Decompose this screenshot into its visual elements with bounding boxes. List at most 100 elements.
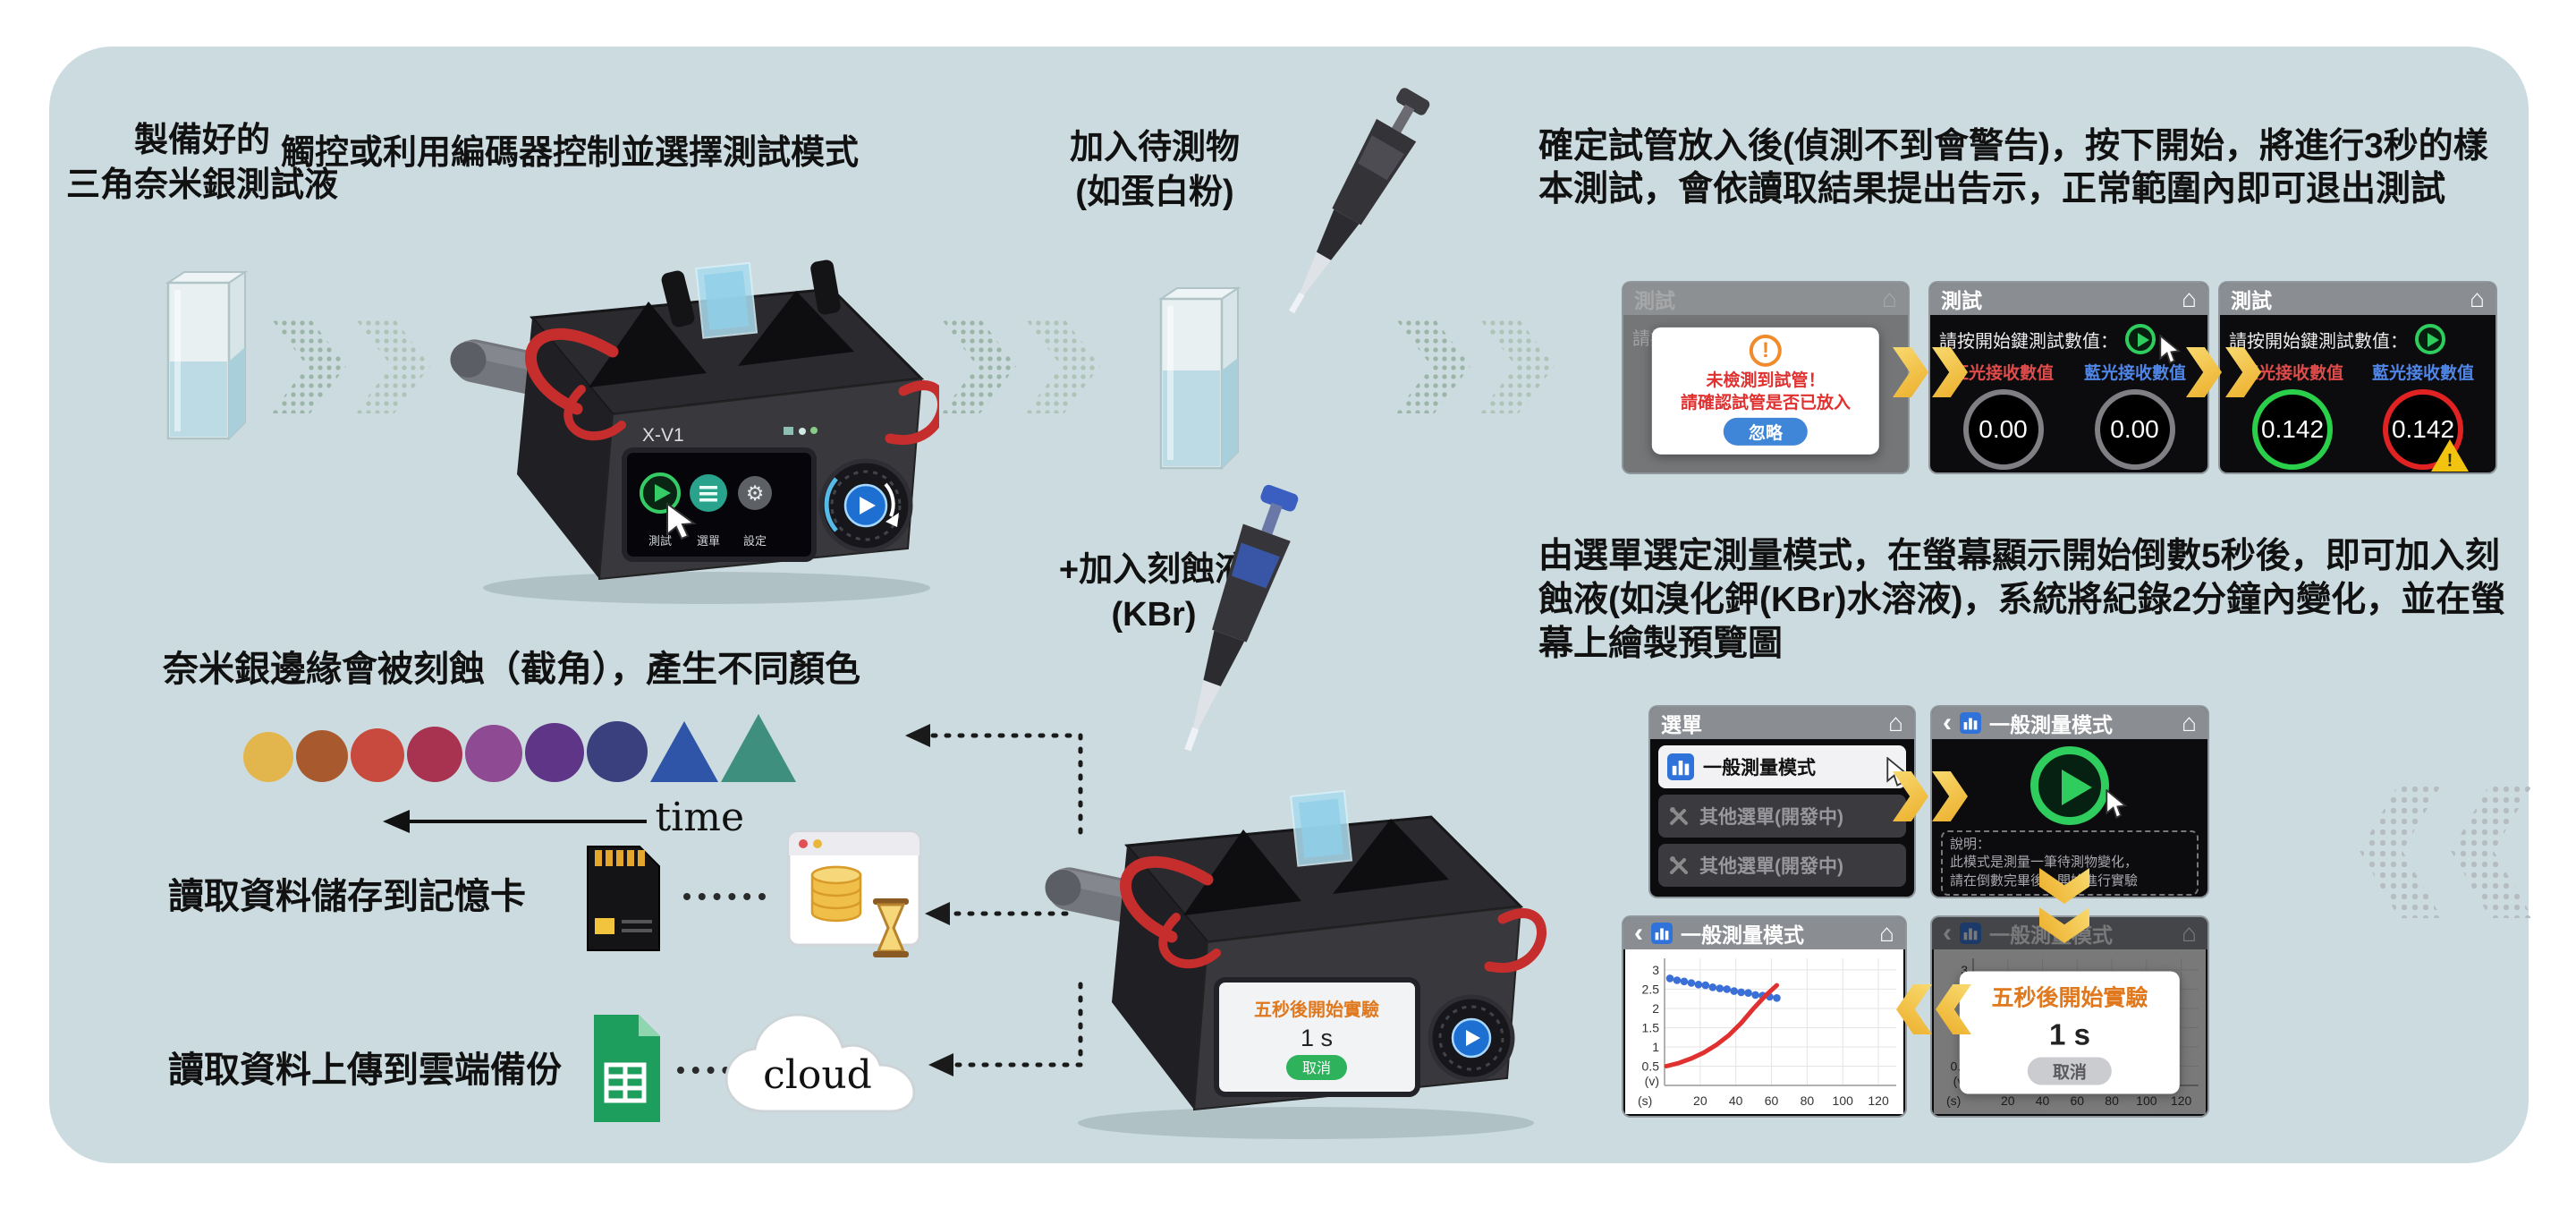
chevron-right-icon — [1932, 347, 1968, 397]
home-icon[interactable]: ⌂ — [2182, 285, 2197, 312]
svg-text:20: 20 — [2001, 1093, 2015, 1108]
device2-countdown-value: 1 s — [1301, 1025, 1333, 1051]
svg-text:1.5: 1.5 — [1642, 1020, 1660, 1034]
screen-warning: 測試⌂ 請按開始鍵測試數值： ! 未檢測到試管！請確認試管是否已放入 忽略 — [1623, 283, 1908, 472]
rotary-encoder-knob[interactable] — [1428, 994, 1515, 1082]
countdown-value: 1 s — [2049, 1017, 2090, 1051]
color-step-9 — [721, 714, 796, 782]
measure-paragraph: 由選單選定測量模式，在螢幕顯示開始倒數5秒後，即可加入刻蝕液(如溴化鉀(KBr)… — [1538, 537, 2506, 663]
red-cable-left — [525, 328, 619, 415]
screen-test-idle: 測試⌂ 請按開始鍵測試數值： 紅光接收數值 藍光接收數值 0.00 0.00 — [1930, 283, 2207, 472]
step3-label: 加入待測物 (如蛋白粉) — [1025, 125, 1284, 215]
red-channel-label: 紅光接收數值 — [2241, 364, 2344, 383]
home-icon[interactable]: ⌂ — [2182, 709, 2197, 736]
menu-item-label: 一般測量模式 — [1703, 758, 1816, 778]
menu-button-label: 選單 — [697, 534, 720, 548]
cloud-icon: cloud — [724, 1013, 916, 1113]
red-cable-right — [1484, 908, 1546, 974]
rotary-encoder-knob[interactable] — [818, 458, 913, 553]
step3-line2: (如蛋白粉) — [1075, 174, 1234, 212]
chevron-right-icon — [1395, 319, 1470, 413]
svg-text:0.5: 0.5 — [1642, 1059, 1660, 1073]
color-step-1 — [243, 732, 293, 782]
back-icon[interactable]: ‹ — [1634, 918, 1643, 948]
cancel-button[interactable]: 取消 — [2027, 1057, 2113, 1085]
ignore-button[interactable]: 忽略 — [1723, 418, 1809, 447]
menu-item-label: 其他選單(開發中) — [1699, 856, 1843, 877]
color-step-8 — [650, 721, 718, 782]
chevron-right-icon — [1025, 319, 1100, 413]
blue-value-circle: 0.142 ! — [2383, 389, 2469, 472]
chevron-right-icon — [355, 319, 430, 413]
tools-icon — [1670, 856, 1688, 874]
red-value-circle: 0.00 — [1962, 389, 2044, 470]
start-test-button[interactable] — [2415, 324, 2445, 354]
warning-triangle-icon: ! — [2431, 439, 2469, 472]
cursor-icon — [2106, 789, 2127, 819]
device-illustration-2: 五秒後開始實驗 1 s 取消 — [1045, 789, 1546, 1139]
pipette-etchant-icon — [1184, 484, 1299, 752]
back-icon[interactable]: ‹ — [1943, 708, 1952, 737]
device2-touchscreen[interactable] — [1214, 977, 1420, 1097]
etch-label: +加入刻蝕液 (KBr) — [1029, 548, 1279, 637]
sample-chip — [1290, 789, 1353, 867]
screen-test-result: 測試⌂ 請按開始鍵測試數值： 紅光接收數值 藍光接收數值 0.142 0.142… — [2220, 283, 2496, 472]
device2-cancel-button[interactable] — [1286, 1055, 1347, 1080]
step1-line2: 三角奈米銀測試液 — [65, 166, 338, 205]
cloud-label: cloud — [763, 1052, 872, 1098]
screen-title: 一般測量模式 — [1681, 923, 1804, 947]
bar-chart-icon — [1960, 923, 1981, 944]
clamp-right — [738, 291, 854, 366]
red-value-circle: 0.142 — [2252, 389, 2333, 470]
chevron-right-icon — [1893, 347, 1928, 397]
svg-text:(v): (v) — [1645, 1074, 1659, 1088]
pipette-icon — [1288, 88, 1430, 314]
device2-cancel-label: 取消 — [1302, 1060, 1331, 1076]
screen-title: 一般測量模式 — [1989, 713, 2113, 736]
home-icon[interactable]: ⌂ — [1879, 919, 1894, 947]
cloud-backup-label: 讀取資料上傳到雲端備份 — [168, 1051, 562, 1090]
prompt-text: 請按開始鍵測試數值： — [1939, 331, 2118, 352]
cuvette-sample2-icon — [1157, 286, 1241, 471]
screen-title: 測試 — [2231, 289, 2272, 312]
flow-arrow-2 — [941, 319, 1100, 413]
chevron-down-icon — [2039, 907, 2089, 943]
chevron-left-icon — [2360, 784, 2442, 918]
screen-flow-arrow-left — [1896, 984, 1971, 1034]
menu-item-other-2[interactable]: 其他選單(開發中) — [1658, 844, 1906, 887]
countdown-title: 五秒後開始實驗 — [1991, 985, 2148, 1011]
chevron-right-icon — [1479, 319, 1555, 413]
color-step-2 — [296, 730, 348, 782]
svg-text:120: 120 — [2171, 1093, 2192, 1108]
screen-flow-arrow-1 — [1893, 347, 1968, 397]
menu-item-normal-mode[interactable]: 一般測量模式 › — [1658, 745, 1906, 788]
time-arrow — [383, 810, 647, 833]
home-icon: ⌂ — [2182, 919, 2197, 947]
start-measure-button[interactable] — [2030, 746, 2109, 825]
settings-button[interactable] — [738, 476, 772, 510]
database-window-icon — [787, 830, 921, 957]
connector-dots — [683, 893, 766, 900]
device2-countdown-title: 五秒後開始實驗 — [1254, 999, 1379, 1020]
bar-chart-icon — [1667, 753, 1694, 780]
svg-text:40: 40 — [1729, 1093, 1743, 1108]
svg-text:1: 1 — [1652, 1040, 1659, 1054]
color-step-4 — [407, 727, 462, 782]
svg-text:20: 20 — [1693, 1093, 1707, 1108]
chevron-left-icon — [2451, 784, 2533, 918]
menu-item-other-1[interactable]: 其他選單(開發中) — [1658, 795, 1906, 838]
home-icon[interactable]: ⌂ — [1888, 709, 1903, 736]
color-note-label: 奈米銀邊緣會被刻蝕（截角），產生不同顏色 — [163, 650, 860, 689]
etch-line2: (KBr) — [1111, 596, 1197, 634]
start-test-button[interactable] — [2125, 324, 2156, 354]
home-icon[interactable]: ⌂ — [2470, 285, 2485, 312]
chevron-down-icon — [2039, 868, 2089, 904]
red-cable-right — [885, 380, 939, 446]
device1-model-label: X-V1 — [642, 425, 684, 446]
chevron-left-icon — [1896, 984, 1932, 1034]
etch-line1: +加入刻蝕液 — [1058, 551, 1250, 589]
red-cable-left — [1120, 855, 1214, 943]
